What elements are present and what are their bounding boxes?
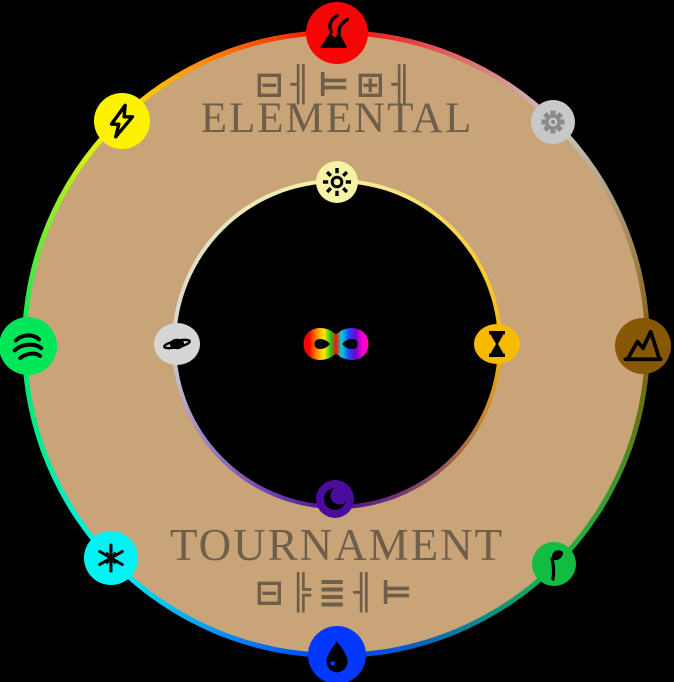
title-tournament: TOURNAMENT bbox=[169, 520, 505, 570]
volcano-icon[interactable] bbox=[306, 2, 368, 64]
rune-row-top: ⊟╢⊨⊞╢ bbox=[255, 65, 419, 105]
gear-icon[interactable] bbox=[531, 100, 575, 144]
water-drop-icon[interactable] bbox=[308, 626, 366, 682]
ringed-planet-icon[interactable] bbox=[154, 323, 200, 365]
title-elemental: ELEMENTAL bbox=[200, 95, 474, 142]
crescent-moon-icon[interactable] bbox=[316, 480, 354, 518]
rune-row-bottom: ⊟╠≣╢⊨ bbox=[255, 573, 419, 613]
sun-icon[interactable] bbox=[316, 161, 358, 203]
lightning-bolt-icon[interactable] bbox=[94, 93, 150, 149]
seedling-icon[interactable] bbox=[532, 542, 576, 586]
rainbow-infinity-icon[interactable] bbox=[290, 321, 382, 372]
mountain-icon[interactable] bbox=[615, 318, 671, 374]
wind-icon[interactable] bbox=[0, 317, 57, 375]
hourglass-icon[interactable] bbox=[474, 324, 520, 364]
snowflake-icon[interactable] bbox=[84, 531, 138, 585]
